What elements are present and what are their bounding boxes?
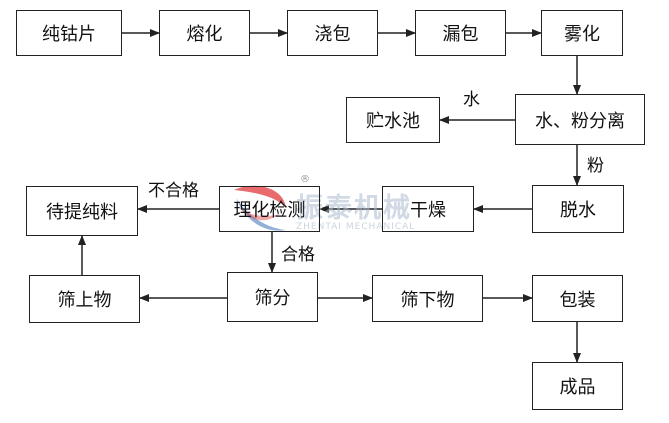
node-pouring: 浇包 xyxy=(287,10,378,56)
node-pure-cobalt-sheet: 纯钴片 xyxy=(16,10,122,56)
node-finished-product: 成品 xyxy=(532,362,623,410)
node-sieving: 筛分 xyxy=(227,272,318,322)
edge-label-powder: 粉 xyxy=(587,156,604,176)
node-water-powder-separation: 水、粉分离 xyxy=(515,94,645,145)
node-atomizing: 雾化 xyxy=(541,10,623,56)
node-physchem-test: 理化检测 xyxy=(219,186,320,232)
edge-label-water: 水 xyxy=(463,90,480,110)
node-oversize: 筛上物 xyxy=(29,275,140,323)
node-water-pool: 贮水池 xyxy=(346,97,440,143)
edge-label-qualified: 合格 xyxy=(281,245,315,265)
node-drying: 干燥 xyxy=(382,186,474,232)
node-dewatering: 脱水 xyxy=(532,185,624,233)
node-melting: 熔化 xyxy=(159,10,250,56)
edge-label-unqualified: 不合格 xyxy=(148,181,199,201)
node-undersize: 筛下物 xyxy=(372,275,483,322)
node-tundish: 漏包 xyxy=(415,10,506,56)
node-packaging: 包装 xyxy=(532,275,623,322)
node-to-purify: 待提纯料 xyxy=(26,186,138,236)
